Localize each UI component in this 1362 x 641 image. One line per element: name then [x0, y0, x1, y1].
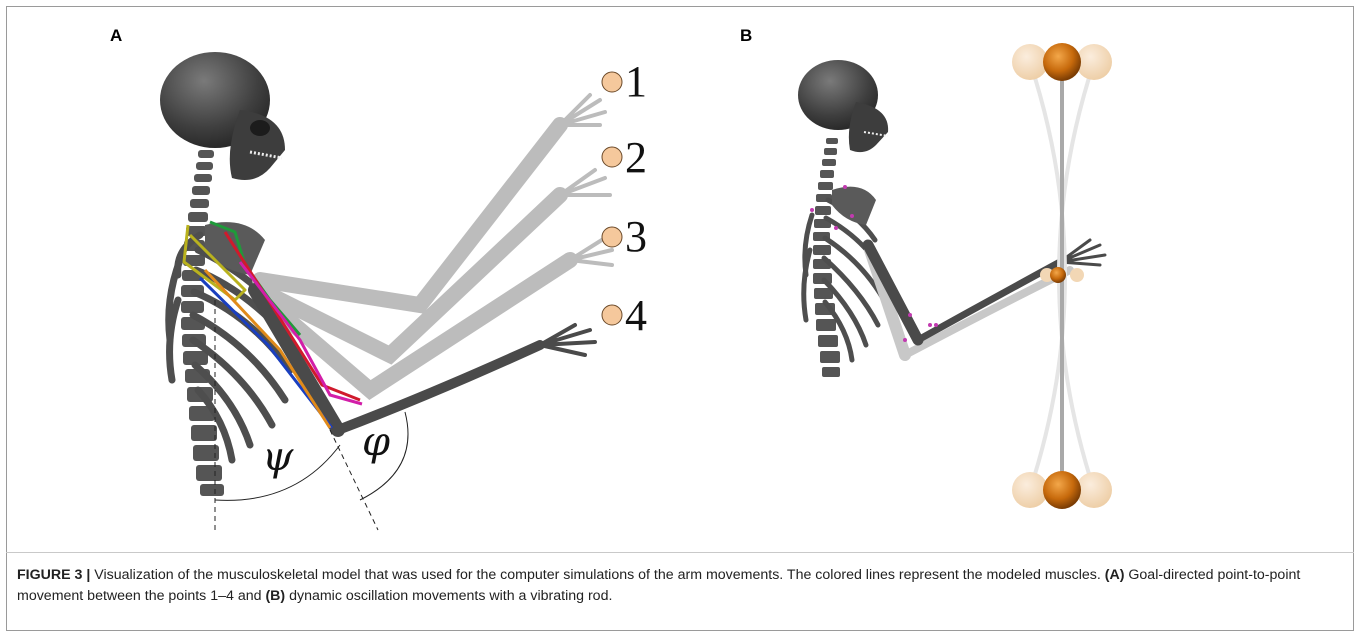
caption-divider	[6, 552, 1354, 553]
rod-ball-ghost-left-top	[1012, 44, 1048, 80]
caption-figure-label: FIGURE 3 |	[17, 567, 90, 583]
target-label-4: 4	[625, 291, 647, 340]
panel-a-label: A	[110, 26, 122, 46]
rod-ball-bottom	[1043, 471, 1081, 509]
skull-b	[798, 60, 888, 152]
panel-b-skeleton	[798, 60, 1105, 377]
rod-ball-top	[1043, 43, 1081, 81]
target-label-3: 3	[625, 212, 647, 261]
target-point-4	[602, 305, 622, 325]
figure-caption: FIGURE 3 | Visualization of the musculos…	[17, 565, 1337, 607]
rod-ball-ghost-right-bottom	[1076, 472, 1112, 508]
psi-label: ψ	[262, 434, 294, 480]
skull-a	[160, 52, 285, 180]
scapula-b	[832, 187, 876, 225]
target-point-1	[602, 72, 622, 92]
caption-ref-b: (B)	[265, 588, 285, 604]
target-point-2	[602, 147, 622, 167]
arm-b	[868, 240, 1105, 340]
target-point-3	[602, 227, 622, 247]
panel-b-label: B	[740, 26, 752, 46]
phi-label: φ	[362, 419, 390, 465]
target-points: 1 2 3 4	[602, 57, 647, 340]
target-label-2: 2	[625, 133, 647, 182]
rod-ball-ghost-left-bottom	[1012, 472, 1048, 508]
rod-grip-ghost-right	[1070, 268, 1084, 282]
rod-ball-ghost-right-top	[1076, 44, 1112, 80]
caption-ref-a: (A)	[1105, 567, 1125, 583]
target-label-1: 1	[625, 57, 647, 106]
caption-text-1: Visualization of the musculoskeletal mod…	[90, 567, 1104, 583]
rod-grip	[1050, 267, 1066, 283]
caption-text-3: dynamic oscillation movements with a vib…	[285, 588, 612, 604]
